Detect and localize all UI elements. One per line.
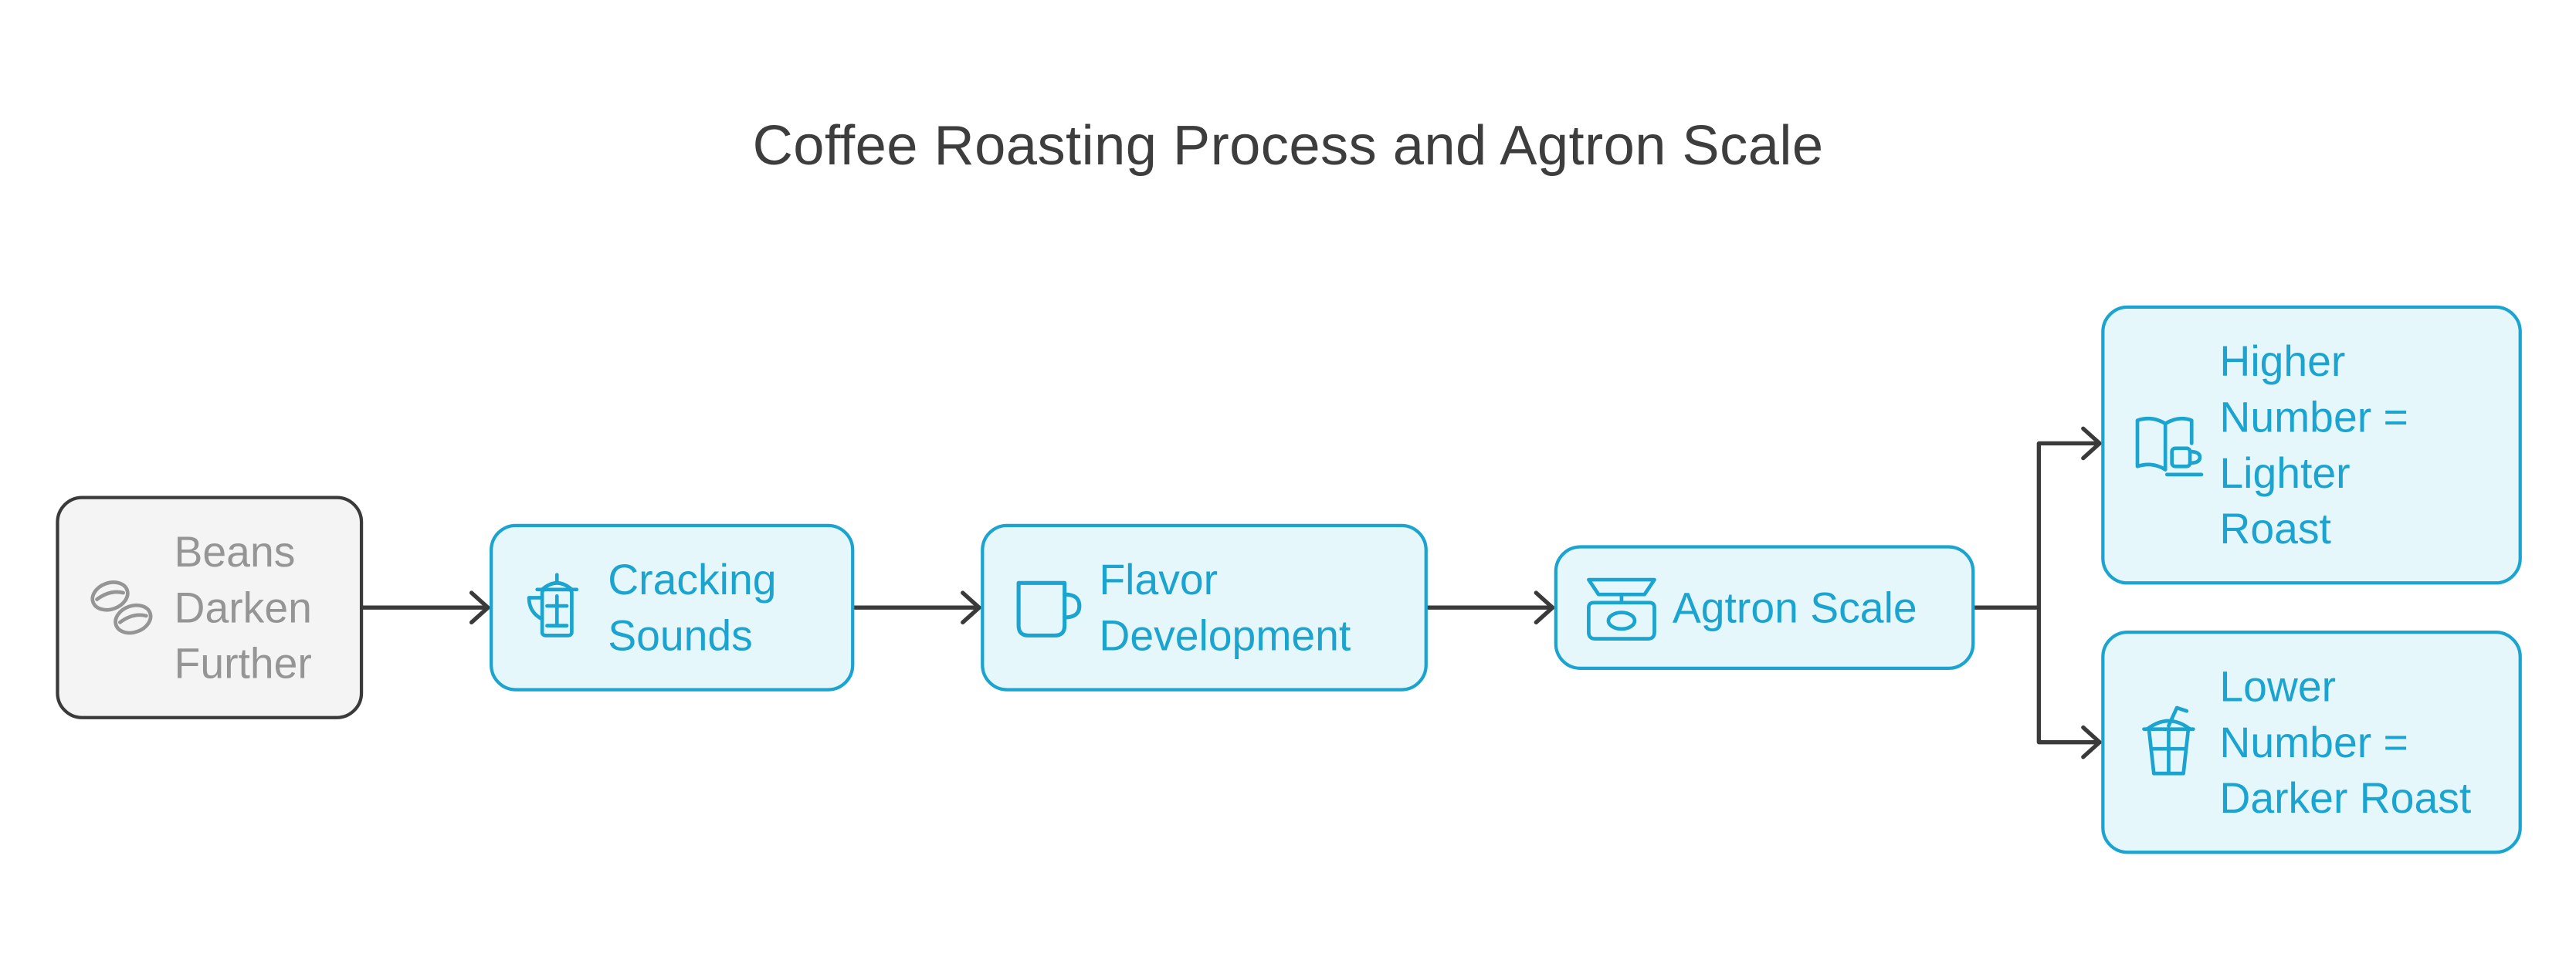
node-lower-number-darker-roast: Lower Number = Darker Roast <box>2101 630 2522 854</box>
node-label: Higher Number = Lighter Roast <box>2219 337 2408 554</box>
coffee-beans-icon <box>90 580 153 635</box>
edge-beans-to-cracking <box>361 590 490 625</box>
edge-flavor-to-agtron <box>1425 590 1555 625</box>
edge-agtron-to-higher <box>1972 426 2102 610</box>
node-higher-number-lighter-roast: Higher Number = Lighter Roast <box>2101 305 2522 585</box>
node-label: Lower Number = Darker Roast <box>2219 661 2472 823</box>
node-label: Beans Darken Further <box>174 526 312 688</box>
node-label: Flavor Development <box>1099 555 1351 661</box>
node-agtron-scale: Agtron Scale <box>1554 545 1975 671</box>
node-label: Agtron Scale <box>1672 583 1917 633</box>
french-press-icon <box>527 573 579 638</box>
kitchen-scale-icon <box>1587 577 1656 641</box>
diagram-title: Coffee Roasting Process and Agtron Scale <box>752 114 1824 178</box>
node-label: Cracking Sounds <box>608 555 777 661</box>
node-flavor-development: Flavor Development <box>981 523 1428 692</box>
edge-agtron-to-lower <box>2036 605 2102 759</box>
book-cup-icon <box>2135 416 2204 477</box>
mug-icon <box>1016 580 1082 638</box>
edge-cracking-to-flavor <box>852 590 981 625</box>
iced-drink-icon <box>2142 705 2195 776</box>
node-beans-darken-further: Beans Darken Further <box>56 496 364 719</box>
node-cracking-sounds: Cracking Sounds <box>490 523 855 692</box>
